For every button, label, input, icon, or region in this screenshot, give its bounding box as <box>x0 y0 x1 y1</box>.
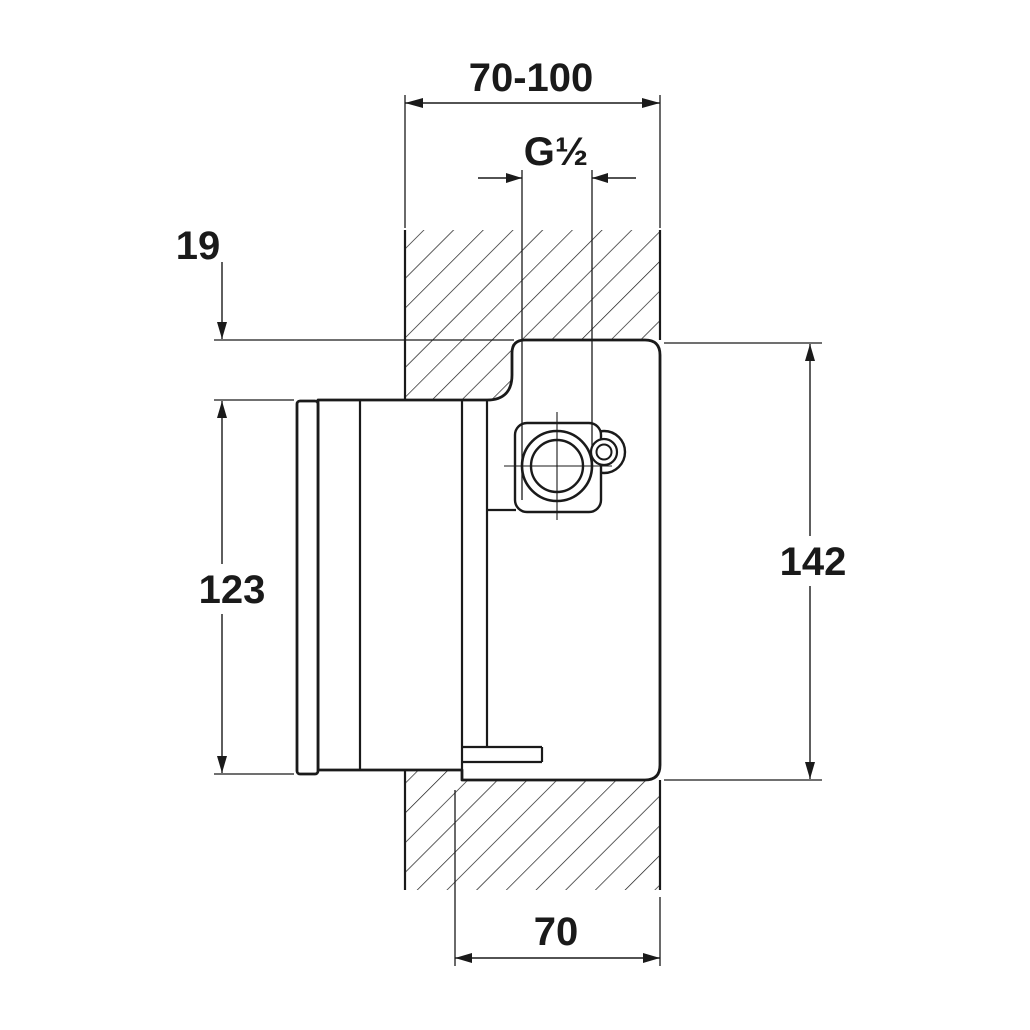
arrowhead <box>217 322 227 339</box>
arrowhead <box>592 173 608 183</box>
dimension-front-height: 123 <box>196 399 294 775</box>
dimension-label-front-height: 123 <box>199 568 266 612</box>
valve-housing-outline <box>316 338 662 782</box>
arrowhead <box>805 762 815 779</box>
dimension-label-bottom-depth: 70 <box>534 910 579 954</box>
arrowhead <box>217 756 227 773</box>
dimension-label-thread: G½ <box>524 130 588 174</box>
arrowhead <box>217 401 227 418</box>
label-mask <box>196 564 270 614</box>
arrowhead <box>805 344 815 361</box>
dimension-label-body-height: 142 <box>780 540 847 584</box>
dimension-wall-offset: 19 <box>176 224 514 341</box>
dimension-top-width: 70-100 <box>404 56 661 228</box>
valve-body <box>295 338 662 782</box>
dimension-body-height: 142 <box>664 342 851 781</box>
dimension-label-wall-offset: 19 <box>176 224 221 268</box>
bottom-tab <box>462 745 544 764</box>
dimension-bottom-depth: 70 <box>454 790 661 966</box>
arrowhead <box>455 953 472 963</box>
dimension-thread: G½ <box>478 130 636 500</box>
screw-hole-inner <box>595 443 613 461</box>
connection-port <box>504 412 627 520</box>
label-mask <box>777 536 851 586</box>
dimension-label-top-width: 70-100 <box>469 56 594 100</box>
arrowhead <box>506 173 522 183</box>
arrowhead <box>642 98 660 108</box>
arrowhead <box>405 98 423 108</box>
front-plate <box>295 399 320 776</box>
arrowhead <box>643 953 660 963</box>
